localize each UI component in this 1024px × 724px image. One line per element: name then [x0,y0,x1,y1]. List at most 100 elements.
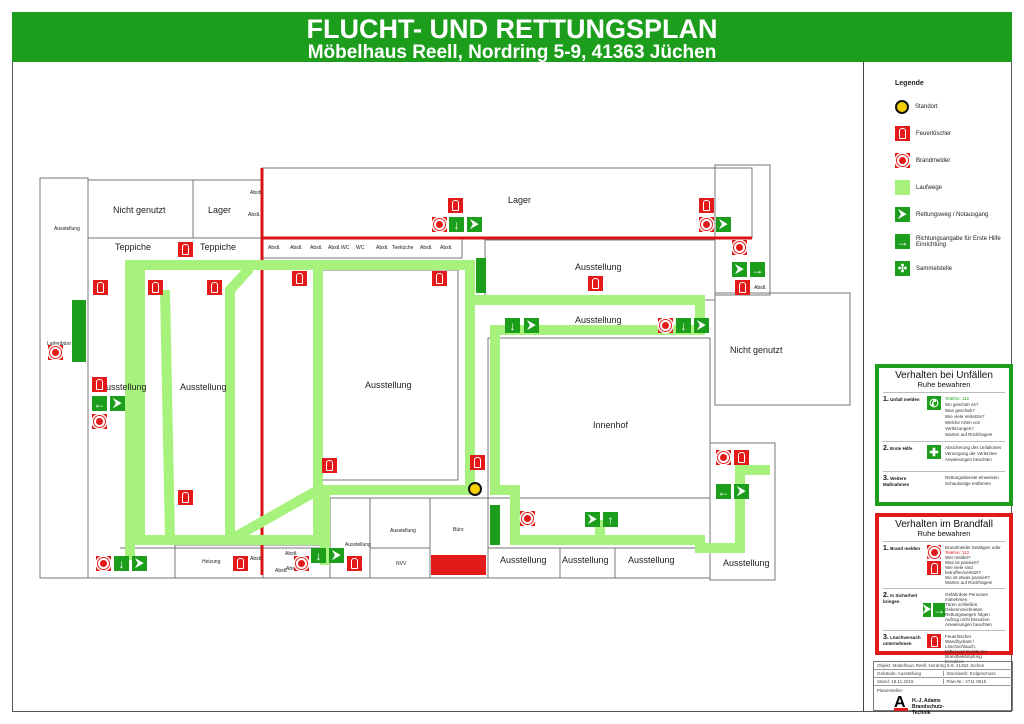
fire-extinguisher-icon [178,490,193,505]
phone-icon: ✆ [927,396,941,410]
arrow-up-icon: ↑ [603,512,618,527]
room-label: Ausstellung [365,380,412,390]
room-label: Ausstellung [562,555,609,565]
fire-alarm-icon [895,153,910,168]
fire-alarm-icon [732,240,747,255]
fire-alarm-icon [92,414,107,429]
fire-instructions: Verhalten im Brandfall Ruhe bewahren 1. … [875,513,1013,664]
room-label: Lager [508,195,532,205]
room-label: Innenhof [593,420,629,430]
arrow-down-icon: ↓ [114,556,129,571]
room-label: NVV [396,561,407,567]
legend-item: Laufwege [895,174,1015,201]
stairs [490,505,500,545]
legend: Legende Standort Feuerlöscher Brandmelde… [895,80,1015,282]
room-label: Ausstellung [575,262,622,272]
room-label: Nicht genutzt [113,205,166,215]
building-field: Gebäude: Ausstellung [877,671,922,676]
divider [863,62,864,712]
accident-instructions: Verhalten bei Unfällen Ruhe bewahren 1. … [875,364,1013,506]
fire-extinguisher-icon [895,126,910,141]
fire-extinguisher-icon [148,280,163,295]
date-field: Stand: 18.11.2015 [877,679,914,684]
path-swatch [895,180,910,195]
room-label: Abstl. [310,245,323,251]
room-label: Ausstellung [345,542,371,548]
fire-extinguisher-icon [588,276,603,291]
fire-extinguisher-icon [207,280,222,295]
stairs [72,300,86,362]
room-label: Abstl. [285,551,298,557]
room-label: Ausstellung [100,382,147,392]
plan-subtitle: Möbelhaus Reell, Nordring 5-9, 41363 Jüc… [307,42,717,63]
emergency-exit-icon: ⮞ [923,602,931,617]
assembly-point-icon: ✣ [895,261,910,276]
emergency-exit-icon: ⮞ [524,318,539,333]
legend-item: Standort [895,93,1015,120]
fire-extinguisher-icon [233,556,248,571]
emergency-exit-icon: ⮞ [467,217,482,232]
room-label: Ausstellung [723,558,770,568]
fire-alarm-icon [96,556,111,571]
fire-extinguisher-icon [178,242,193,257]
room-label: WC [356,245,365,251]
floor-field: Stockwerk: Erdgeschoss [942,671,1013,676]
room-label: Teppiche [115,242,152,252]
fire-extinguisher-icon [347,556,362,571]
room-label: WC [341,245,350,251]
fire-extinguisher-icon [292,271,307,286]
fire-alarm-icon [716,450,731,465]
you-are-here-icon [895,99,909,114]
legend-item: →Richtungsangabe für Erste Hilfe Einrich… [895,234,1001,249]
fire-extinguisher-icon [699,198,714,213]
planner-label: Planersteller: [877,688,904,693]
room-label: Ladenbüro [47,341,71,347]
room-label: Ausstellung [54,226,80,232]
room-label: Abstl. [328,245,341,251]
arrow-right-icon: → [895,234,910,249]
legend-item: Feuerlöscher [895,120,1015,147]
room-label: Teeküche [392,245,414,251]
room-label: Abstl. [275,568,288,574]
legend-item: Brandmelder [895,147,1015,174]
fire-alarm-icon [699,217,714,232]
room-label: Ausstellung [575,315,622,325]
step: 1. Brand melden Brandmelder betätigen od… [883,541,1005,588]
room-label: Heizung [202,559,221,565]
step: 2. Erste Hilfe✚ Absicherung des Unfallor… [883,441,1005,471]
arrow-down-icon: ↓ [311,548,326,563]
room-label: Abstl. [268,245,281,251]
fire-alarm-icon [927,545,941,559]
emergency-exit-icon: ⮞ [132,556,147,571]
emergency-exit-icon: ⮞ [110,396,125,411]
box-title: Verhalten bei Unfällen [895,370,993,381]
first-aid-icon: ✚ [927,445,941,459]
step: 2. In Sicherheit bringen⮞→ Gefährdete Pe… [883,588,1005,630]
room-label: Abstl. [250,556,263,562]
room-label: Abstl. [420,245,433,251]
arrow-down-icon: ↓ [676,318,691,333]
stairs [476,258,486,293]
fire-alarm-icon [48,345,63,360]
fire-alarm-icon [658,318,673,333]
arrow-down-icon: ↓ [505,318,520,333]
room-label: Ausstellung [180,382,227,392]
emergency-exit-icon: ⮞ [732,262,747,277]
arrow-down-icon: ↓ [449,217,464,232]
fire-extinguisher-icon [92,377,107,392]
room-label: Abstl. [440,245,453,251]
title-bar: FLUCHT- UND RETTUNGSPLAN Möbelhaus Reell… [12,12,1012,62]
room-label: Ausstellung [390,528,416,534]
emergency-exit-icon: ⮞ [716,217,731,232]
fire-alarm-icon [432,217,447,232]
room-label: Abstl. [248,212,261,218]
legend-title: Legende [895,80,924,87]
legend-item: ✣Sammelstelle [895,255,1015,282]
escape-paths [125,260,770,565]
plan-number-field: Plan-Nr.: 4711 0815 [942,679,1013,684]
step: 3. Weitere Maßnahmen Rettungsdienste ein… [883,471,1005,501]
emergency-exit-icon: ⮞ [694,318,709,333]
emergency-exit-icon: ⮞ [895,207,910,222]
